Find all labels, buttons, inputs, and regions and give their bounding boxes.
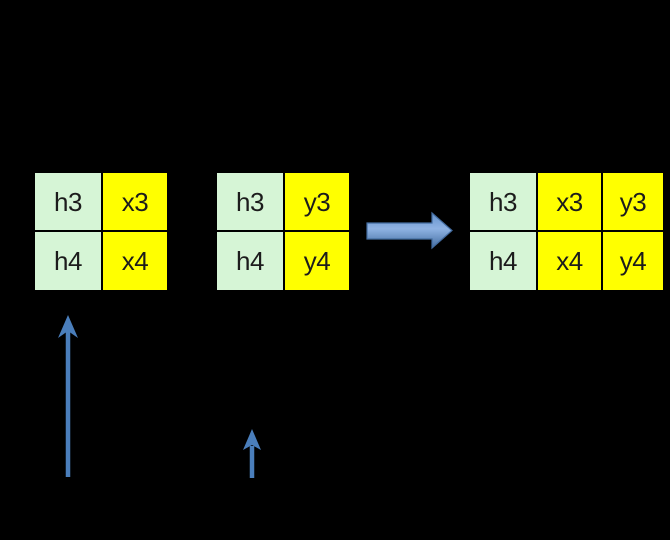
cell-result-x3: x3 — [538, 173, 601, 230]
cell-middle-h3: h3 — [217, 173, 283, 230]
table-h-y: h3 y3 h4 y4 — [215, 171, 351, 292]
table-merged-h-x-y: h3 x3 y3 h4 x4 y4 — [468, 171, 665, 292]
cell-result-h4: h4 — [470, 232, 536, 290]
cell-result-h3: h3 — [470, 173, 536, 230]
cell-result-y3: y3 — [603, 173, 663, 230]
cell-left-h4: h4 — [35, 232, 101, 290]
up-arrow-icon — [58, 315, 78, 477]
cell-middle-y4: y4 — [285, 232, 349, 290]
right-arrow-icon — [366, 211, 453, 250]
cell-left-h3: h3 — [35, 173, 101, 230]
cell-middle-y3: y3 — [285, 173, 349, 230]
cell-middle-h4: h4 — [217, 232, 283, 290]
table-h-x: h3 x3 h4 x4 — [33, 171, 169, 292]
cell-result-x4: x4 — [538, 232, 601, 290]
cell-left-x3: x3 — [103, 173, 167, 230]
cell-result-y4: y4 — [603, 232, 663, 290]
cell-left-x4: x4 — [103, 232, 167, 290]
up-arrow-icon — [243, 429, 261, 478]
